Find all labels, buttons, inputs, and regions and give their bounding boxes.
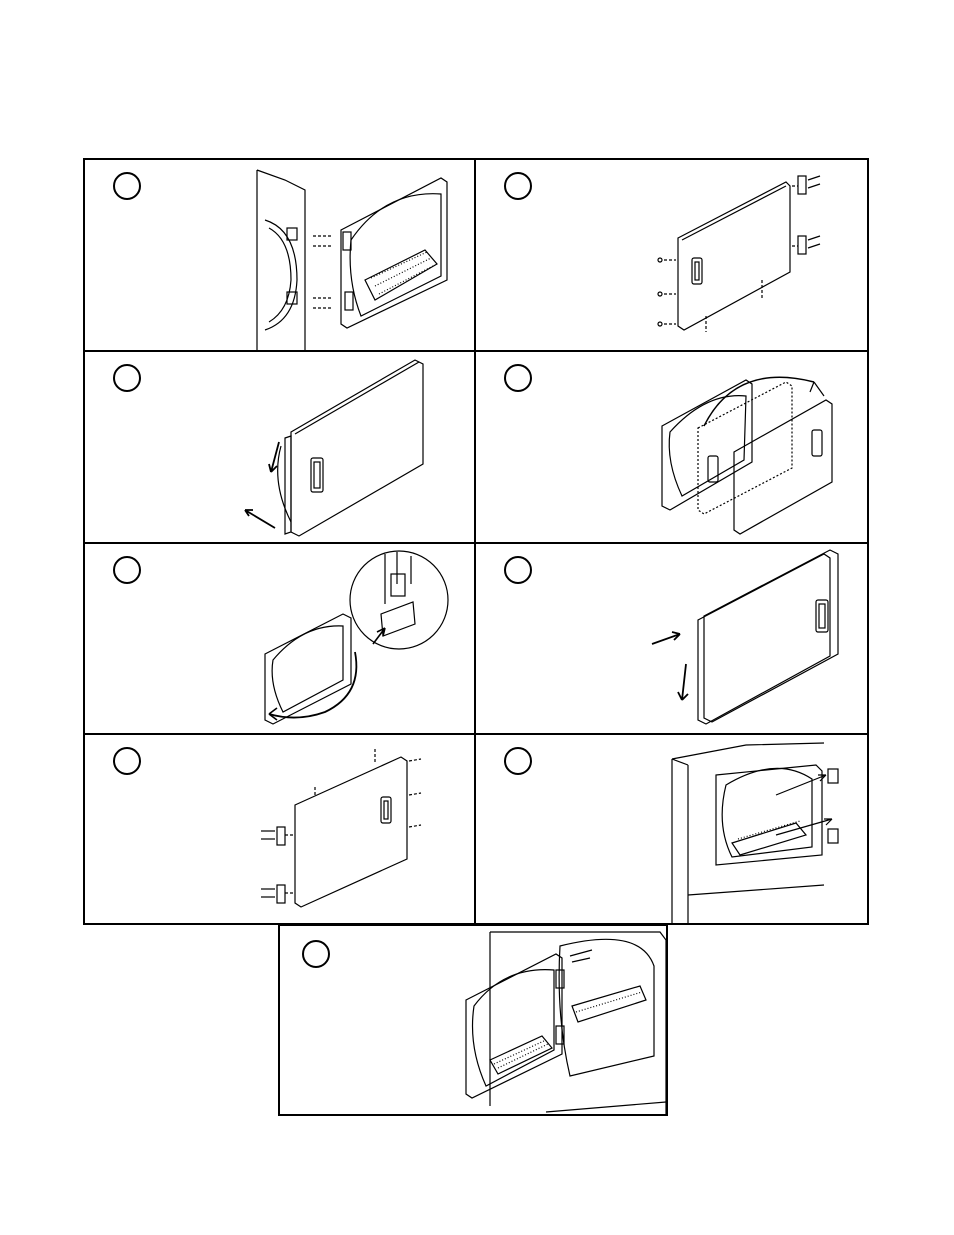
step-6-panel (476, 544, 867, 733)
step-4-panel (476, 352, 867, 542)
step-2-illustration (476, 160, 867, 350)
step-3-illustration (85, 352, 474, 542)
step-1-illustration (85, 160, 474, 350)
step-2-panel (476, 160, 867, 350)
instruction-grid (83, 158, 869, 925)
step-4-illustration (476, 352, 867, 542)
step-6-illustration (476, 544, 867, 733)
step-9-panel (278, 924, 668, 1116)
step-3-panel (85, 352, 474, 542)
step-7-panel (85, 735, 474, 923)
step-1-panel (85, 160, 474, 350)
step-5-panel (85, 544, 474, 733)
step-9-illustration (280, 926, 666, 1114)
step-7-illustration (85, 735, 474, 923)
step-8-illustration (476, 735, 867, 923)
step-5-illustration (85, 544, 474, 733)
step-8-panel (476, 735, 867, 923)
